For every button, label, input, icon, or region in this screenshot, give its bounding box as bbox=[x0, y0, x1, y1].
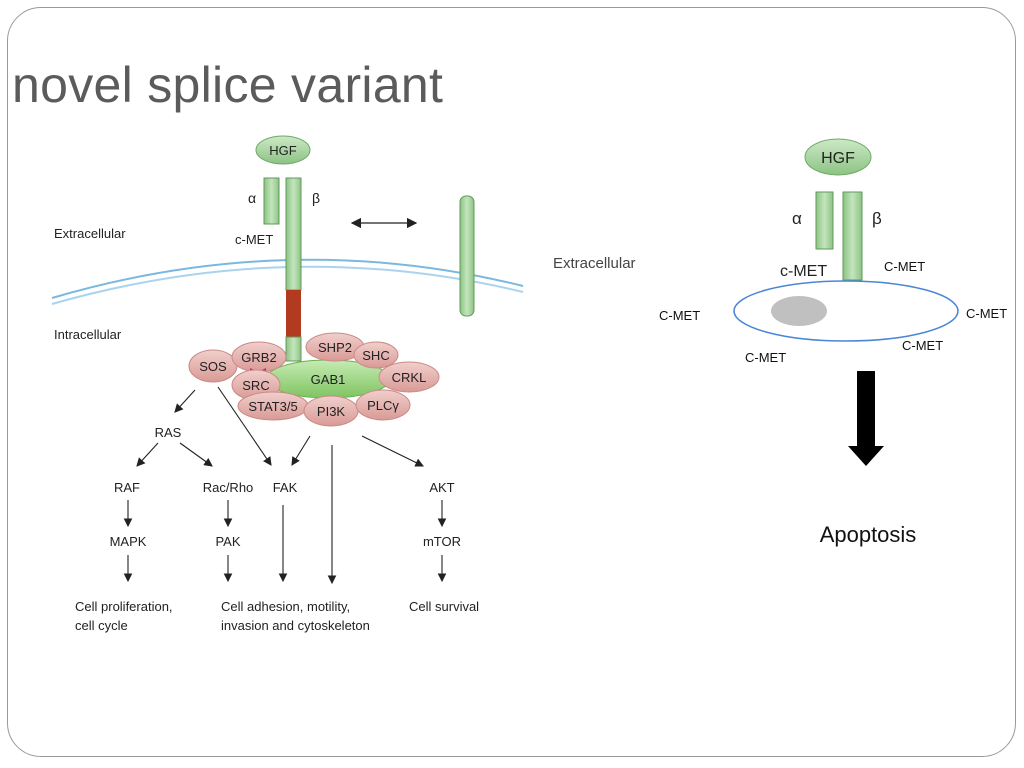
mtor-label: mTOR bbox=[423, 534, 461, 549]
ras-label: RAS bbox=[155, 425, 182, 440]
mapk-label: MAPK bbox=[110, 534, 147, 549]
plc-node bbox=[355, 389, 411, 421]
cmet-label-right: C-MET bbox=[966, 306, 1007, 321]
cmet-label-left: C-MET bbox=[659, 308, 700, 323]
gab1-label: GAB1 bbox=[311, 372, 346, 387]
beta-chain bbox=[285, 177, 302, 291]
shc-node bbox=[353, 341, 399, 369]
right-alpha-label: α bbox=[792, 209, 802, 228]
right-alpha-chain bbox=[815, 191, 834, 250]
cmet-label-bottom-left: C-MET bbox=[745, 350, 786, 365]
kinase-domain bbox=[286, 290, 301, 337]
outcome-adhesion-1: Cell adhesion, motility, bbox=[221, 599, 350, 614]
signal-arrows bbox=[123, 386, 447, 585]
plc-label: PLCγ bbox=[367, 398, 399, 413]
right-hgf-ligand bbox=[804, 138, 872, 176]
intracellular-label: Intracellular bbox=[54, 327, 122, 342]
nucleus bbox=[771, 296, 827, 326]
cell-body bbox=[733, 280, 959, 342]
fak-label: FAK bbox=[273, 480, 298, 495]
slide-title: novel splice variant bbox=[12, 57, 444, 113]
akt-label: AKT bbox=[429, 480, 454, 495]
pi3k-label: PI3K bbox=[317, 404, 346, 419]
outcome-proliferation-2: cell cycle bbox=[75, 618, 128, 633]
slide-frame bbox=[7, 7, 1016, 757]
isolated-receptor bbox=[459, 195, 475, 317]
rac-label: Rac/Rho bbox=[203, 480, 254, 495]
extracellular-label: Extracellular bbox=[54, 226, 126, 241]
outcome-adhesion-2: invasion and cytoskeleton bbox=[221, 618, 370, 633]
beta-tail bbox=[285, 336, 302, 362]
apoptosis-arrow bbox=[848, 371, 884, 466]
left-diagram: HGF α β c-MET Extracellular Intracellula… bbox=[51, 135, 524, 633]
raf-label: RAF bbox=[114, 480, 140, 495]
cmet-label-bottom-right: C-MET bbox=[902, 338, 943, 353]
right-cmet-label: c-MET bbox=[780, 263, 827, 280]
crkl-label: CRKL bbox=[392, 370, 427, 385]
middle-extracellular-label: Extracellular bbox=[553, 255, 636, 272]
cmet-label: c-MET bbox=[235, 232, 273, 247]
pak-label: PAK bbox=[215, 534, 240, 549]
crkl-node bbox=[378, 361, 440, 393]
alpha-label: α bbox=[248, 190, 256, 206]
shp2-label: SHP2 bbox=[318, 340, 352, 355]
right-hgf-label: HGF bbox=[821, 150, 855, 167]
hgf-ligand bbox=[255, 135, 311, 165]
cmet-label-top-right: C-MET bbox=[884, 259, 925, 274]
src-label: SRC bbox=[242, 378, 269, 393]
hgf-label: HGF bbox=[269, 143, 297, 158]
alpha-chain bbox=[263, 177, 280, 225]
right-beta-label: β bbox=[872, 209, 882, 228]
outcome-survival: Cell survival bbox=[409, 599, 479, 614]
stat-label: STAT3/5 bbox=[248, 399, 297, 414]
sos-label: SOS bbox=[199, 359, 227, 374]
beta-label: β bbox=[312, 190, 320, 206]
shc-label: SHC bbox=[362, 348, 389, 363]
right-beta-chain bbox=[842, 191, 863, 281]
grb2-label: GRB2 bbox=[241, 350, 276, 365]
outcome-proliferation-1: Cell proliferation, bbox=[75, 599, 173, 614]
apoptosis-label: Apoptosis bbox=[820, 522, 917, 547]
right-diagram: HGF α β c-MET C-MET C-MET C-MET C-MET C-… bbox=[659, 138, 1007, 547]
